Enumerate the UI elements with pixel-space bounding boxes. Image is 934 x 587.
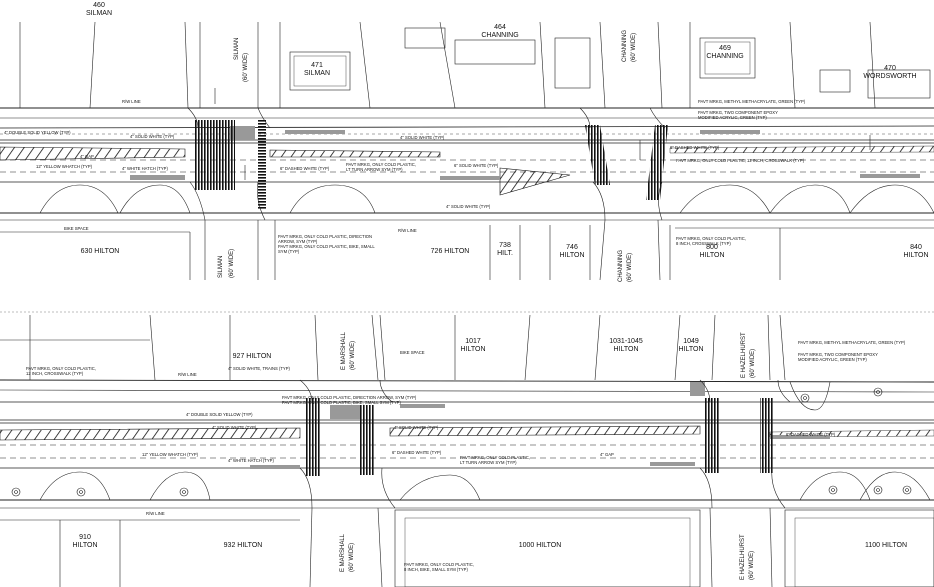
note-solid-white-2: 4" SOLID WHITE (TYP)	[400, 135, 445, 140]
note-b-white-hatch: 4" WHITE HATCH (TYP)	[228, 458, 274, 463]
street-label-silman-s: SILMAN	[218, 255, 224, 278]
note-dashed-white: 6" DASHED WHITE (TYP)	[280, 166, 330, 171]
note-b-dashed-white: 6" DASHED WHITE (TYP)	[392, 450, 442, 455]
lot-630: 630 HILTON	[80, 248, 120, 255]
lot-726: 726 HILTON	[430, 248, 470, 255]
street-width-marshall-s: (60' WIDE)	[349, 542, 355, 572]
row-line-bottom-south: R/W LINE	[146, 511, 165, 516]
note-solid-white-1: 4" SOLID WHITE (TYP)	[130, 134, 175, 139]
street-label-channing-n: CHANNING	[622, 29, 628, 62]
note-b-pavt-dir: PAVT MRKG, ONLY COLD PLASTIC, DIRECTION …	[282, 395, 417, 405]
lot-932: 932 HILTON	[223, 542, 263, 549]
note-white-hatch: 4" WHITE HATCH (TYP)	[122, 166, 168, 171]
row-line-bottom-north: R/W LINE	[178, 372, 197, 377]
note-bike-space: BIKE SPACE	[64, 226, 89, 231]
street-width-channing-s: (60' WIDE)	[627, 252, 633, 282]
lot-1000: 1000 HILTON	[518, 542, 562, 549]
note-solid-white-4: 4" SOLID WHITE (TYP)	[446, 204, 491, 209]
note-gap: 4" GAP	[80, 154, 94, 159]
note-b-dashed-white-2: 6" DASHED WHITE (TYP)	[786, 432, 836, 437]
note-crosswalk-south: PAVT MRKG, ONLY COLD PLASTIC, 8 INCH, CR…	[676, 236, 746, 246]
note-pavt-direction: PAVT MRKG, ONLY COLD PLASTIC, DIRECTION …	[278, 234, 375, 254]
note-crosswalk: PAVT MRKG, ONLY COLD PLASTIC, 12 INCH, C…	[676, 158, 805, 163]
note-b-pavt-bike: PAVT MRKG, ONLY COLD PLASTIC, 8 INCH, BI…	[404, 562, 474, 572]
note-pavt-lt-turn: PAVT MRKG, ONLY COLD PLASTIC, LT TURN AR…	[346, 162, 416, 172]
note-two-component: PAVT MRKG, TWO COMPONENT EPOXY MODIFIED …	[698, 110, 778, 120]
note-b-solid-white-2: 4" SOLID WHITE (TYP)	[394, 425, 439, 430]
note-b-methyl: PAVT MRKG, METHYL METHACRYLATE, GREEN (T…	[798, 340, 906, 345]
note-b-bike-space: BIKE SPACE	[400, 350, 425, 355]
panel-bottom	[0, 311, 934, 587]
row-line-top-north: R/W LINE	[122, 99, 141, 104]
note-b-crosswalk: PAVT MRKG, ONLY COLD PLASTIC, 12 INCH, C…	[26, 366, 96, 376]
note-dashed-green: 6" DASHED WHITE (TYP)	[670, 145, 720, 150]
note-b-yellow-hatch: 12" YELLOW WHATCH (TYP)	[142, 452, 199, 457]
lot-1100: 1100 HILTON	[864, 542, 908, 549]
street-width-silman-n: (60' WIDE)	[243, 52, 249, 82]
note-yellow-hatch: 12" YELLOW WHATCH (TYP)	[36, 164, 93, 169]
panel-top	[0, 21, 934, 281]
note-b-solid-white-1: 4" SOLID WHITE (TYP)	[212, 425, 257, 430]
note-b-trains: 4" SOLID WHITE, TRAINS (TYP)	[228, 366, 290, 371]
street-label-marshall-s: E MARSHALL	[340, 533, 346, 572]
street-label-silman-n: SILMAN	[234, 37, 240, 60]
note-double-yellow: 4" DOUBLE SOLID YELLOW (TYP)	[4, 130, 71, 135]
row-line-top-south: R/W LINE	[398, 228, 417, 233]
street-width-hazelhurst-n: (60' WIDE)	[750, 348, 756, 378]
street-label-marshall-n: E MARSHALL	[341, 331, 347, 370]
street-width-channing-n: (60' WIDE)	[631, 32, 637, 62]
note-b-gap: 4" GAP	[600, 452, 614, 457]
street-label-hazelhurst-n: E HAZELHURST	[741, 332, 747, 378]
note-b-two-component: PAVT MRKG, TWO COMPONENT EPOXY MODIFIED …	[798, 352, 878, 362]
note-methyl: PAVT MRKG, METHYL METHACRYLATE, GREEN (T…	[698, 99, 806, 104]
tree-symbols	[11, 387, 912, 497]
note-b-double-yellow: 4" DOUBLE SOLID YELLOW (TYP)	[186, 412, 253, 417]
street-label-hazelhurst-s: E HAZELHURST	[740, 534, 746, 580]
note-b-pavt-lt: PAVT MRKG, ONLY COLD PLASTIC, LT TURN AR…	[460, 455, 530, 465]
lot-927: 927 HILTON	[232, 353, 272, 360]
street-width-marshall-n: (60' WIDE)	[350, 340, 356, 370]
street-label-channing-s: CHANNING	[618, 249, 624, 282]
street-width-silman-s: (60' WIDE)	[229, 248, 235, 278]
street-width-hazelhurst-s: (60' WIDE)	[749, 550, 755, 580]
note-solid-white-3: 6" SOLID WHITE (TYP)	[454, 163, 499, 168]
